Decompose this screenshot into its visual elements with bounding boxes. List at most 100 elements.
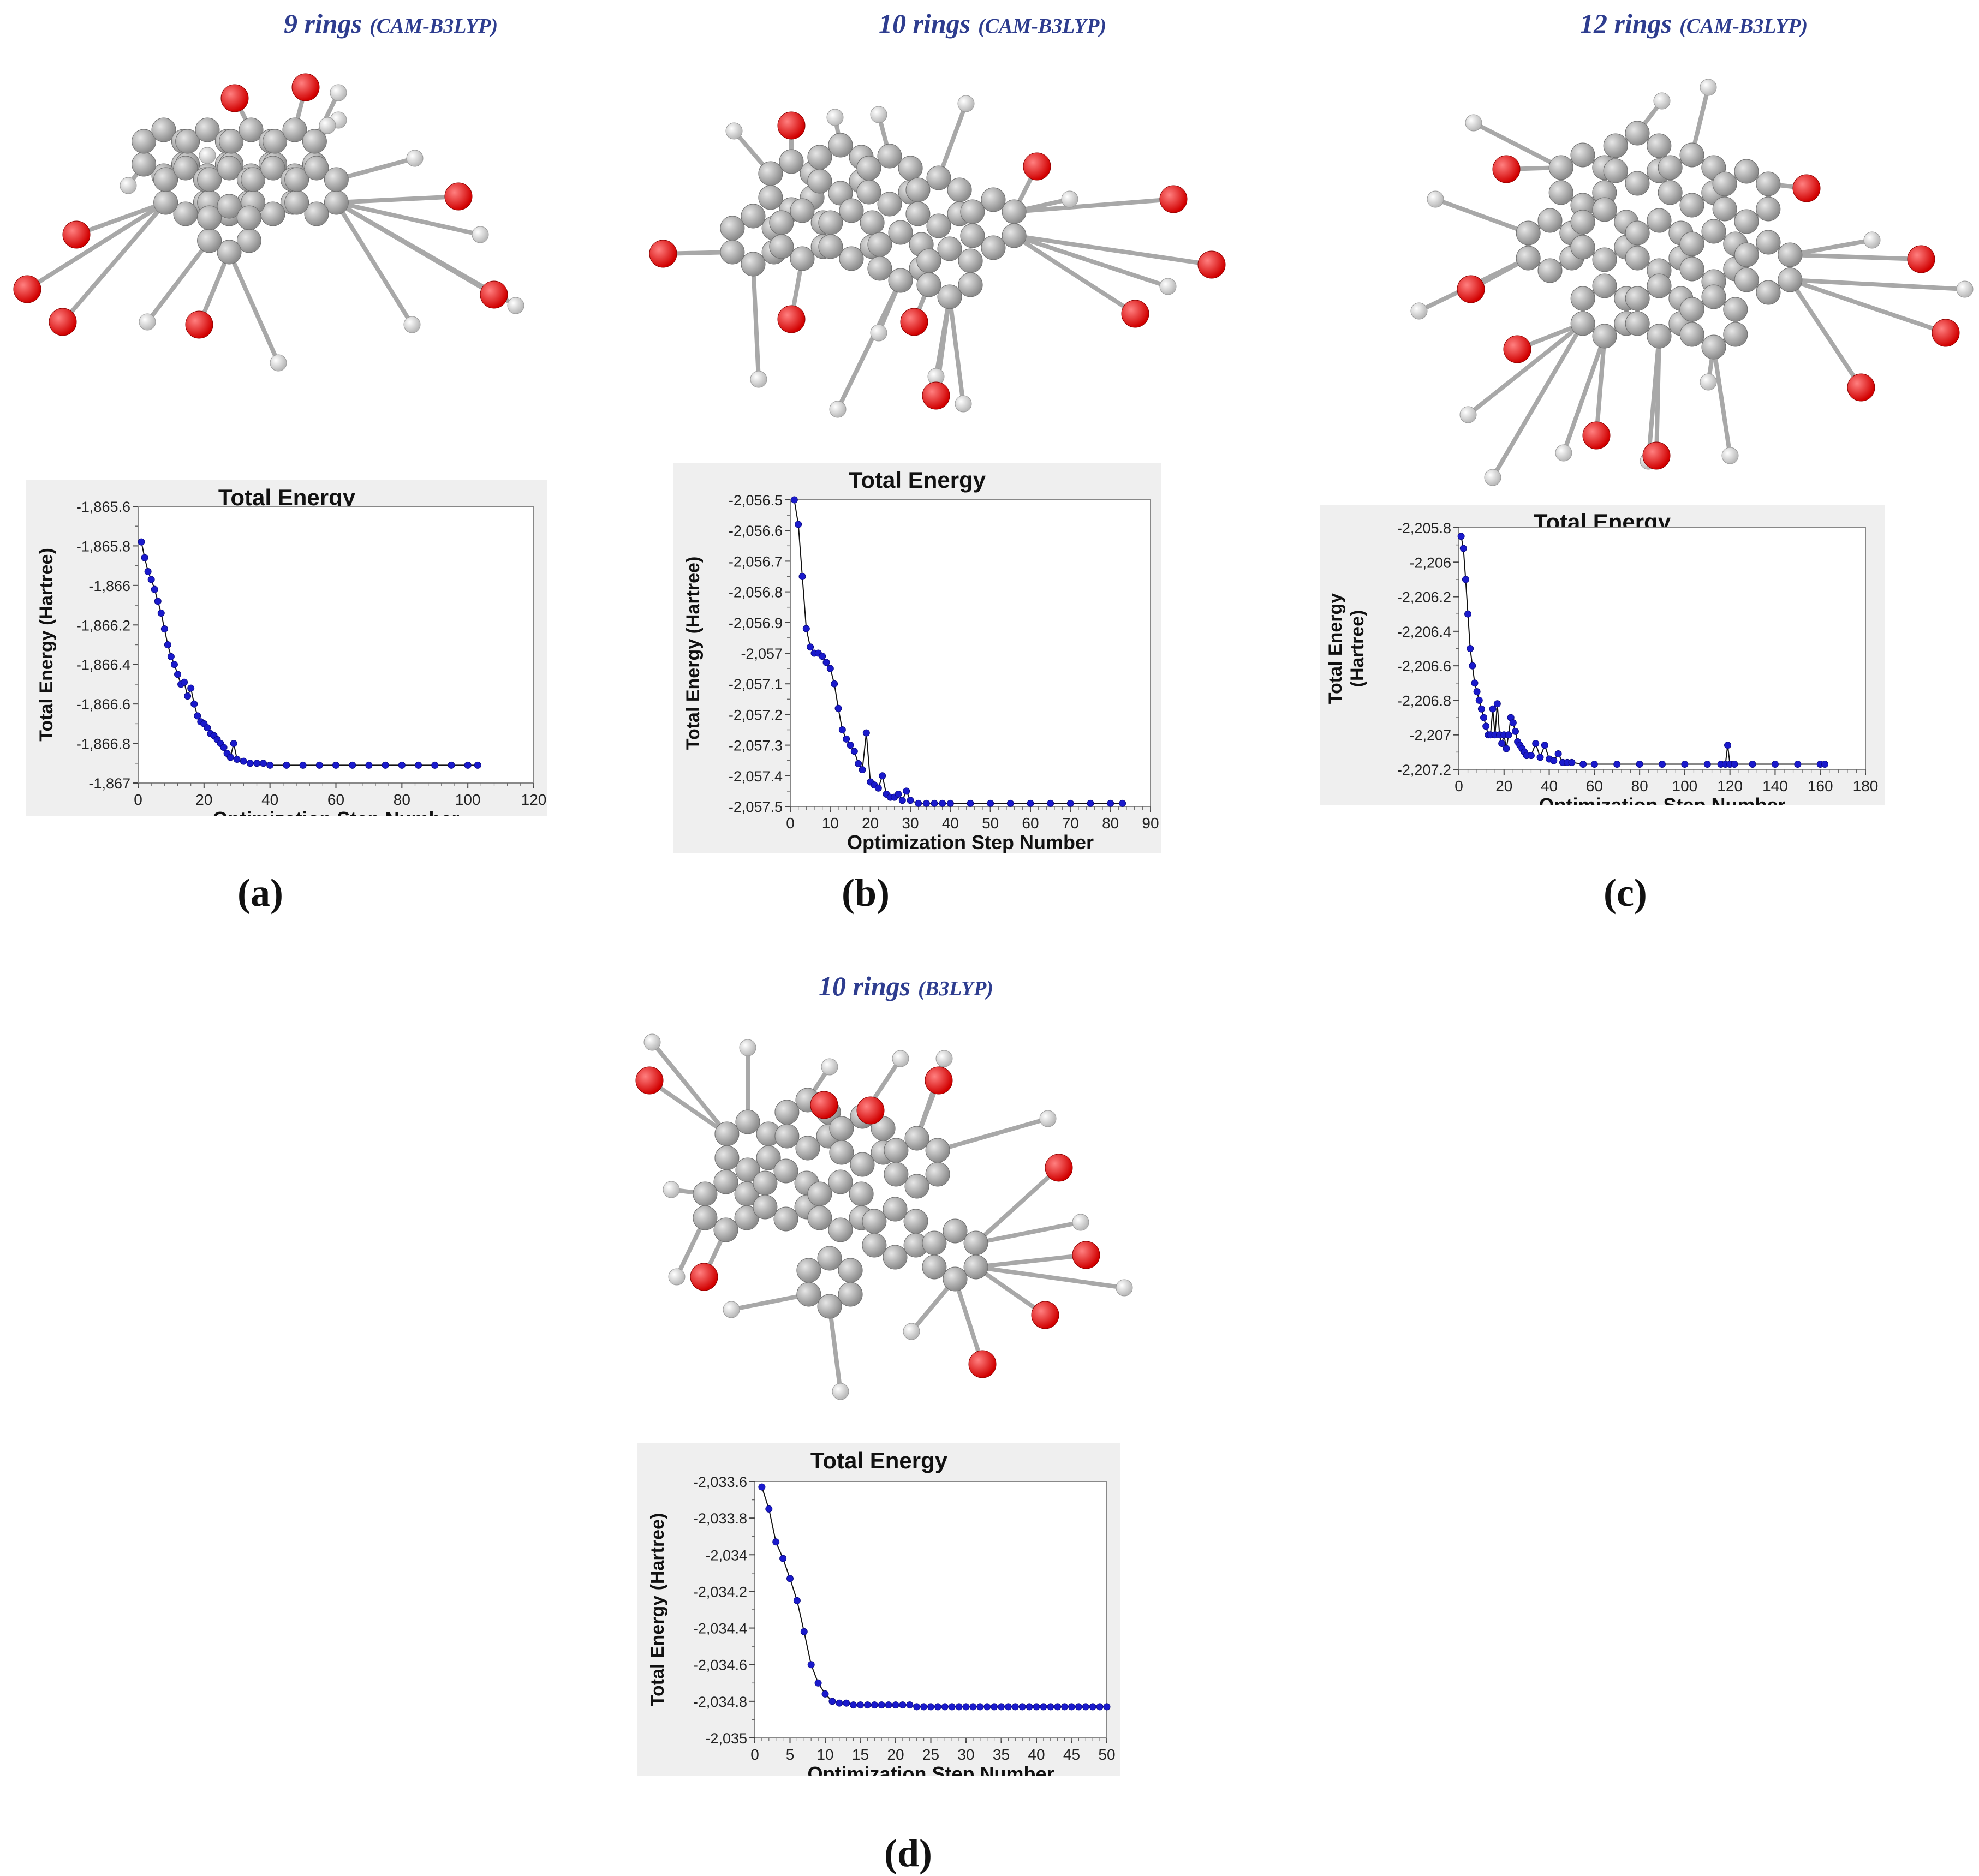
- data-point: [398, 761, 406, 769]
- oxygen-atom: [968, 1350, 997, 1378]
- x-tick-label: 35: [993, 1746, 1010, 1763]
- carbon-atom: [963, 1254, 988, 1280]
- x-tick-label: 5: [786, 1746, 795, 1763]
- carbon-atom: [1625, 171, 1650, 196]
- carbon-atom: [239, 117, 264, 142]
- oxygen-atom: [922, 381, 950, 410]
- data-point: [1498, 740, 1506, 748]
- carbon-atom: [260, 201, 285, 226]
- data-point: [1703, 761, 1711, 768]
- bond: [1491, 322, 1585, 479]
- panel-a-method: (CAM-B3LYP): [369, 15, 498, 38]
- carbon-atom: [1570, 210, 1595, 235]
- bond: [1789, 278, 1947, 335]
- carbon-atom: [905, 201, 931, 226]
- oxygen-atom: [635, 1066, 664, 1095]
- carbon-atom: [1778, 267, 1803, 292]
- carbon-atom: [828, 1169, 853, 1194]
- bond: [61, 201, 168, 324]
- chart-b: Total Energy -2,056.5-2,056.6-2,056.7-2,…: [673, 463, 1161, 853]
- carbon-atom: [324, 167, 349, 192]
- x-axis-label: Optimization Step Number: [847, 831, 1094, 853]
- plot-area: [754, 1481, 1107, 1738]
- data-point: [903, 787, 910, 795]
- y-tick-label: -2,056.9: [729, 615, 783, 631]
- data-point: [1681, 761, 1689, 768]
- data-point: [907, 797, 914, 804]
- carbon-atom: [877, 144, 902, 169]
- data-point: [1027, 799, 1034, 807]
- carbon-atom: [867, 256, 892, 281]
- hydrogen-atom: [1159, 278, 1177, 295]
- data-point: [786, 1575, 794, 1582]
- bond: [934, 296, 952, 377]
- panel-b-title: 10 rings(CAM-B3LYP): [879, 8, 1106, 39]
- data-point: [939, 799, 946, 807]
- x-tick-label: 20: [862, 815, 879, 832]
- data-point: [1550, 757, 1558, 764]
- data-point: [266, 761, 274, 769]
- hydrogen-atom: [406, 150, 424, 167]
- y-tick-label: -1,866.4: [76, 657, 130, 673]
- data-point: [174, 671, 181, 678]
- carbon-atom: [734, 1181, 759, 1206]
- y-tick-label: -1,866.2: [76, 617, 130, 634]
- hydrogen-atom: [1410, 302, 1428, 320]
- hydrogen-atom: [1465, 114, 1482, 132]
- x-tick-label: 0: [750, 1746, 759, 1763]
- bond: [751, 264, 761, 380]
- oxygen-atom: [13, 275, 41, 303]
- carbon-atom: [1570, 142, 1595, 168]
- data-point: [879, 772, 886, 780]
- carbon-atom: [753, 1194, 778, 1220]
- carbon-atom: [884, 1138, 909, 1163]
- y-tick-label: -1,866.8: [76, 736, 130, 752]
- carbon-atom: [741, 204, 766, 229]
- carbon-atom: [779, 149, 804, 174]
- data-point: [187, 684, 195, 692]
- bond: [836, 279, 903, 410]
- carbon-atom: [236, 205, 261, 230]
- carbon-atom: [1603, 133, 1628, 158]
- hydrogen-atom: [668, 1268, 686, 1286]
- carbon-atom: [1625, 121, 1650, 146]
- carbon-atom: [1647, 273, 1672, 298]
- bond: [947, 296, 965, 404]
- carbon-atom: [714, 1121, 740, 1146]
- bond: [975, 1253, 1087, 1269]
- hydrogen-atom: [821, 1058, 838, 1076]
- carbon-atom: [1723, 322, 1748, 347]
- x-tick-label: 70: [1062, 815, 1079, 832]
- y-tick-label: -2,057.4: [729, 768, 783, 785]
- carbon-atom: [132, 129, 157, 154]
- carbon-atom: [963, 1230, 988, 1256]
- data-point: [906, 1701, 914, 1709]
- carbon-atom: [884, 1162, 909, 1187]
- data-point: [1040, 1703, 1047, 1711]
- molecule-d-image: [635, 1033, 1133, 1400]
- data-point: [382, 761, 389, 769]
- data-point: [194, 712, 201, 720]
- carbon-atom: [903, 1209, 928, 1234]
- bond: [974, 1166, 1060, 1245]
- oxygen-atom: [1197, 250, 1226, 279]
- carbon-atom: [263, 129, 288, 154]
- x-tick-label: 140: [1762, 778, 1788, 794]
- carbon-atom: [284, 167, 309, 192]
- bond: [974, 1265, 1047, 1317]
- x-tick-label: 45: [1063, 1746, 1080, 1763]
- data-point: [204, 724, 211, 732]
- carbon-atom: [1679, 256, 1704, 282]
- oxygen-atom: [1023, 152, 1051, 181]
- y-tick-label: -2,057: [741, 646, 783, 662]
- panel-c-title: 12 rings(CAM-B3LYP): [1580, 8, 1808, 39]
- carbon-atom: [926, 213, 951, 238]
- oxygen-atom: [1932, 319, 1960, 347]
- chart-b-title: Total Energy: [848, 467, 986, 493]
- bond: [334, 201, 414, 326]
- data-point: [857, 1701, 864, 1709]
- hydrogen-atom: [725, 122, 743, 140]
- data-point: [934, 1703, 941, 1711]
- data-point: [1568, 758, 1576, 766]
- data-point: [790, 496, 798, 504]
